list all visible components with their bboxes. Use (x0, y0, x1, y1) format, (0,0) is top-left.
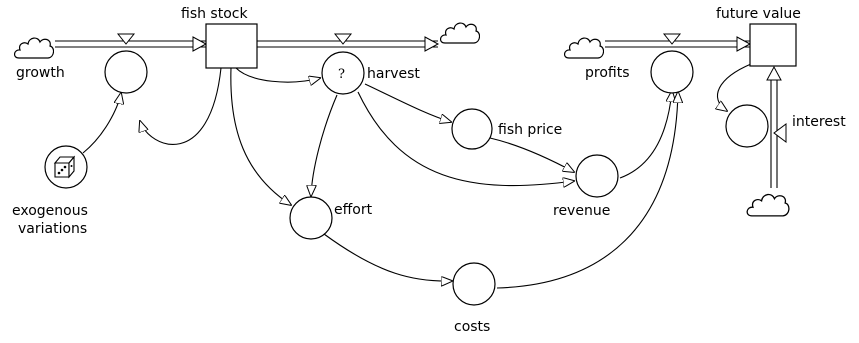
harvest-flow-pipe (257, 36, 440, 52)
growth-rate-node[interactable] (104, 50, 148, 94)
connector-harvest-to-effort (311, 94, 338, 196)
cloud-icon (564, 37, 604, 59)
profits-rate-node[interactable] (650, 50, 694, 94)
interest-rate-node[interactable] (725, 104, 769, 148)
revenue-node[interactable] (575, 154, 619, 198)
growth-valve (116, 33, 136, 45)
growth-flow-pipe (55, 36, 208, 52)
harvest-rate-node[interactable] (321, 51, 365, 95)
connector-stock-to-effort (230, 67, 291, 205)
effort-label: effort (334, 202, 373, 218)
interest-valve (773, 123, 787, 143)
connector-harvest-to-revenue (357, 91, 574, 186)
connector-costs-to-profits (496, 92, 678, 289)
connector-stock-to-harvest (235, 67, 320, 82)
profits-flow-pipe (605, 36, 752, 52)
profits-label: profits (585, 65, 630, 81)
connector-revenue-to-profits (619, 91, 672, 179)
growth-label: growth (16, 65, 65, 81)
effort-node[interactable] (289, 196, 333, 240)
cloud-icon (746, 193, 790, 217)
future-value-label: future value (716, 6, 801, 22)
interest-flow-pipe (766, 65, 782, 188)
fish-stock-box[interactable] (205, 23, 258, 69)
cloud-icon (440, 22, 480, 44)
harvest-marker: ? (338, 67, 345, 82)
connector-price-to-revenue (489, 137, 574, 172)
fish-price-node[interactable] (451, 108, 493, 150)
costs-label: costs (454, 319, 490, 335)
fish-price-label: fish price (498, 122, 562, 138)
revenue-label: revenue (553, 203, 610, 219)
harvest-label: harvest (367, 66, 420, 82)
costs-node[interactable] (452, 262, 496, 306)
fish-stock-label: fish stock (181, 6, 248, 22)
connector-stock-to-growth (140, 67, 222, 145)
exogenous-label-line-1: exogenous (12, 203, 88, 219)
connector-effort-to-costs (323, 233, 452, 281)
future-value-box[interactable] (749, 23, 797, 67)
harvest-valve (333, 33, 353, 45)
connector-value-to-interest (717, 63, 752, 111)
interest-label: interest (792, 114, 846, 130)
profits-valve (662, 33, 682, 45)
connector-exogenous-to-growth (82, 93, 121, 154)
cloud-icon (14, 37, 54, 59)
dice-icon (53, 155, 76, 179)
connector-harvest-to-price (364, 83, 451, 122)
exogenous-node[interactable] (44, 145, 88, 189)
exogenous-label-line-2: variations (18, 221, 87, 237)
